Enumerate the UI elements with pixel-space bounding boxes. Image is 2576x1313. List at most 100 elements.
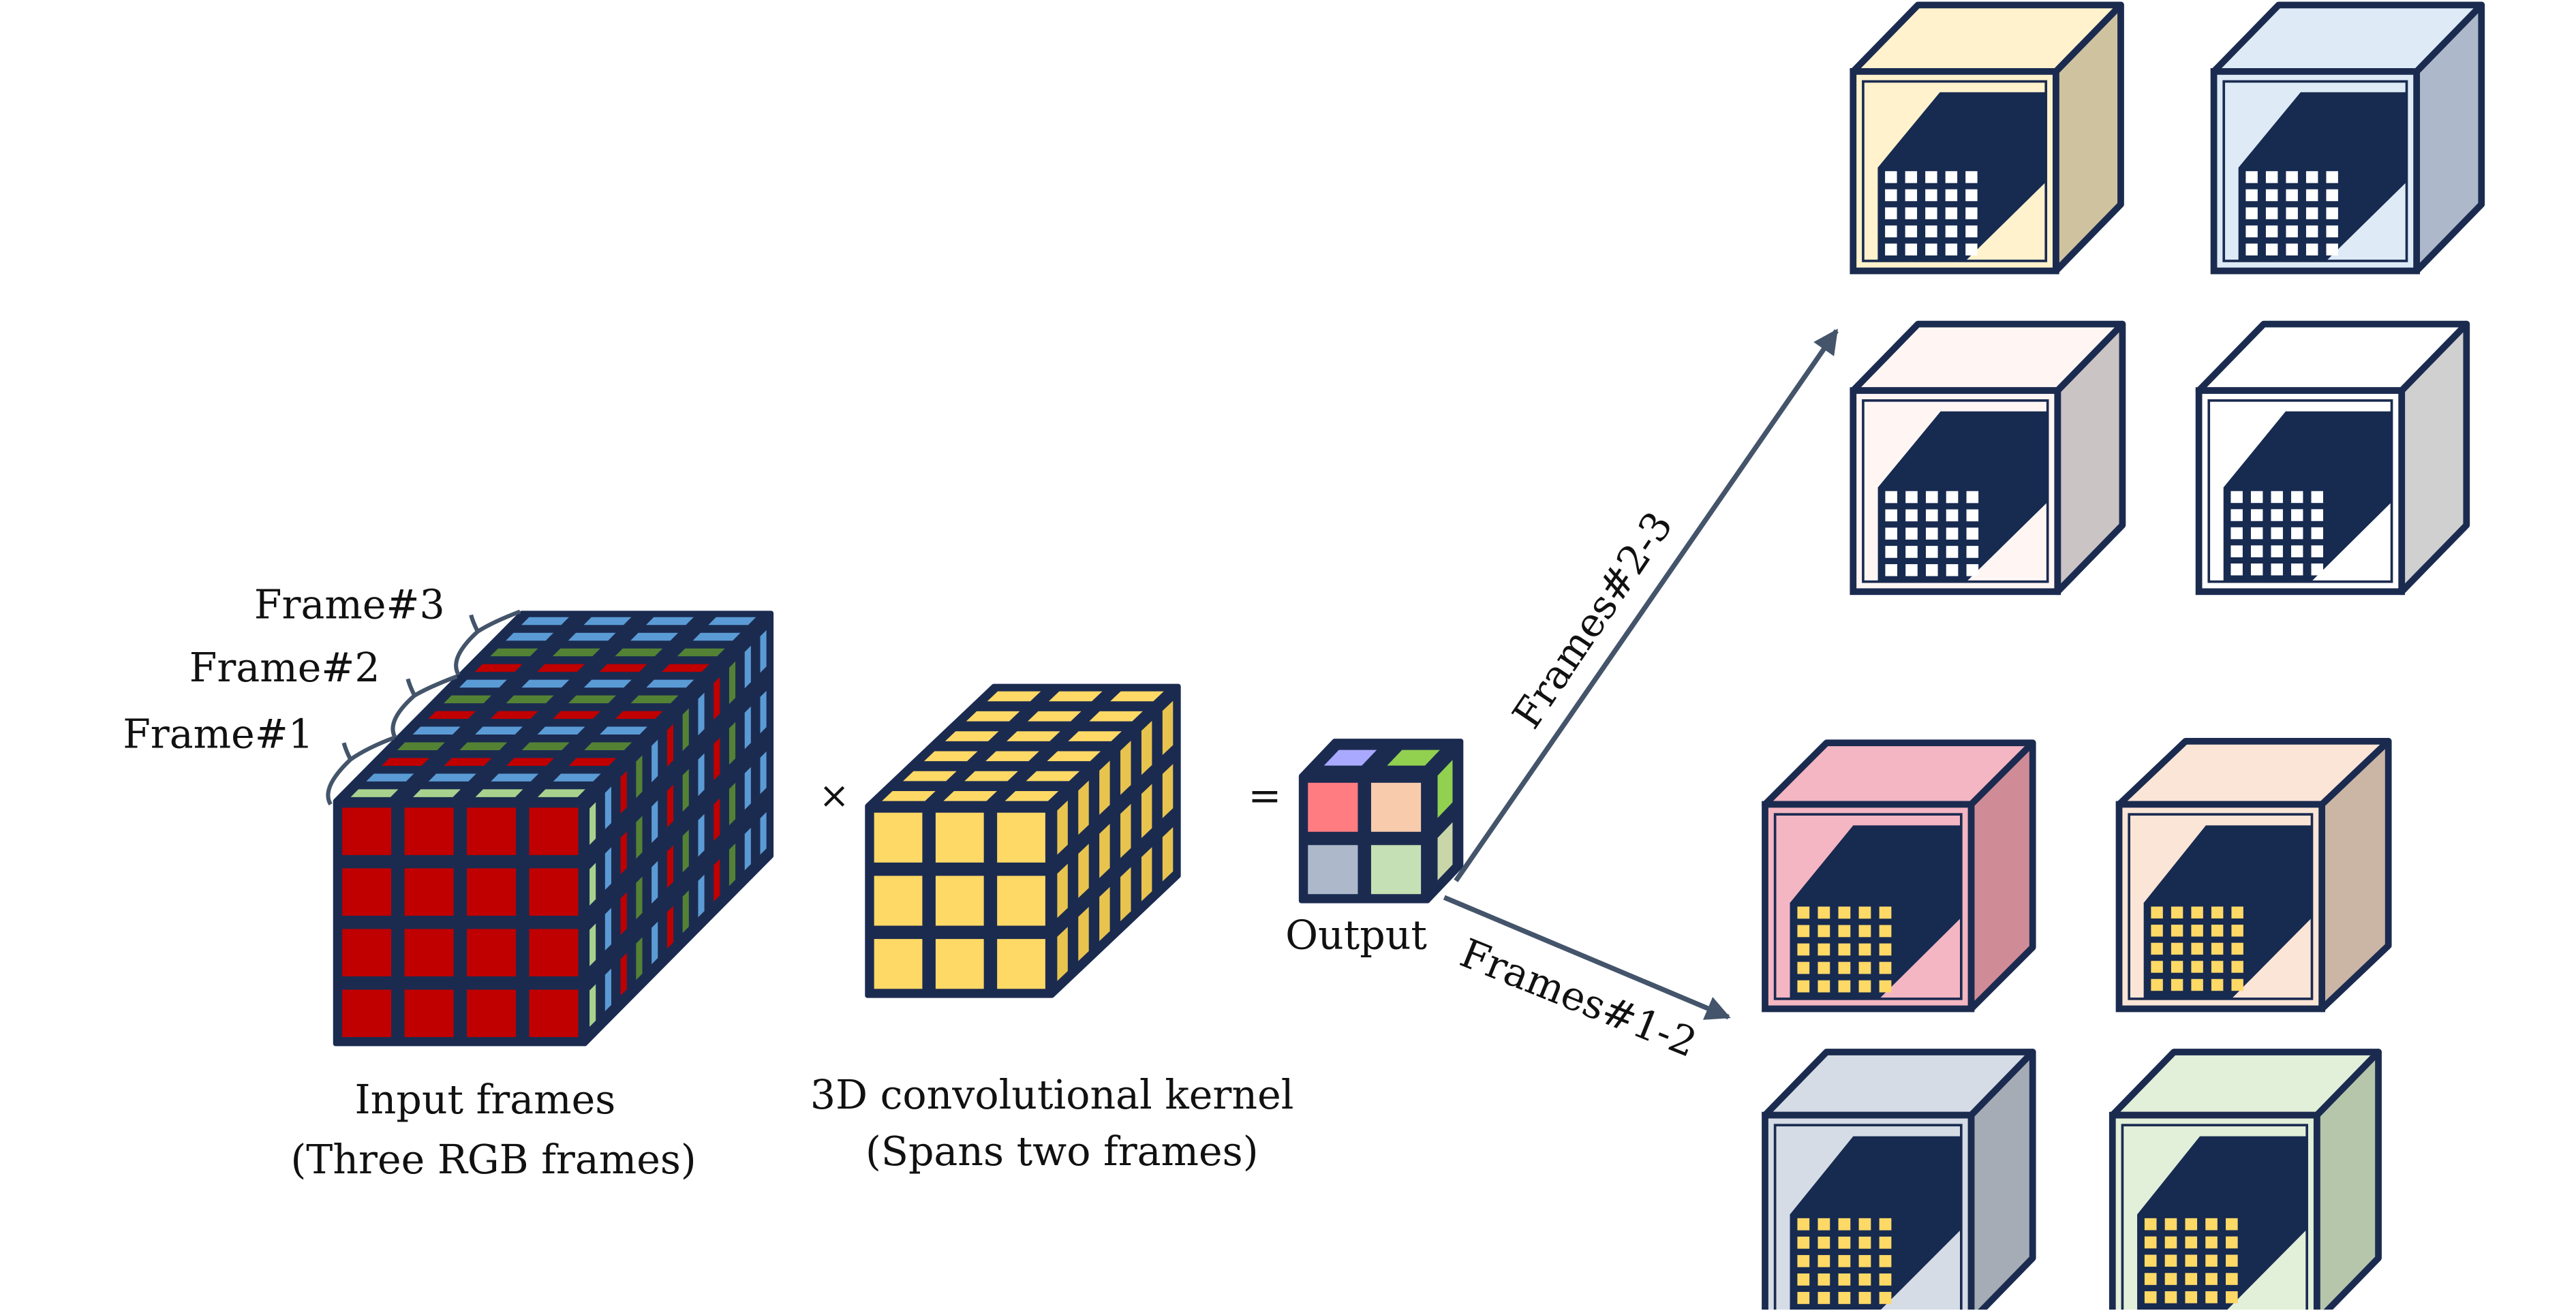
feature-map-dot bbox=[2245, 171, 2258, 183]
kernel-side-cell bbox=[1078, 844, 1089, 898]
input-front-cell bbox=[529, 807, 579, 855]
feature-map-dot bbox=[1905, 546, 1918, 558]
input-caption-line1: Input frames bbox=[355, 1077, 616, 1123]
feature-map-dot bbox=[2245, 243, 2258, 256]
feature-map-dot bbox=[2271, 491, 2283, 504]
feature-map-dot bbox=[1925, 527, 1938, 540]
feature-map-dot bbox=[2171, 978, 2183, 991]
input-top-cell bbox=[630, 695, 679, 704]
feature-map-dot bbox=[1838, 980, 1851, 993]
input-side-cell bbox=[589, 984, 596, 1028]
feature-map-dot bbox=[2290, 491, 2303, 504]
input-side-cell bbox=[714, 798, 720, 841]
feature-map-dot bbox=[2185, 1291, 2198, 1303]
feature-map-dot bbox=[2230, 509, 2243, 521]
input-side-cell bbox=[604, 786, 611, 830]
kernel-top-cell bbox=[1007, 731, 1060, 741]
input-top-cell bbox=[521, 617, 569, 625]
kernel-side-cell bbox=[1141, 847, 1152, 901]
kernel-top-cell bbox=[1048, 691, 1103, 702]
kernel-front-cell bbox=[997, 939, 1045, 989]
feature-map-dot bbox=[1818, 925, 1830, 938]
kernel-top-cell bbox=[945, 731, 999, 741]
output-front-cell bbox=[1370, 782, 1422, 832]
kernel-top-cell bbox=[1005, 791, 1059, 801]
feature-map-dot bbox=[1838, 943, 1851, 956]
input-top-cell bbox=[537, 789, 585, 797]
feature-map-dot bbox=[2144, 1291, 2157, 1303]
feature-map-dot bbox=[2226, 1236, 2238, 1249]
feature-map-cube-8 bbox=[2109, 1049, 2382, 1313]
kernel-side-cell bbox=[1162, 827, 1174, 882]
feature-map-dot bbox=[1818, 906, 1830, 919]
feature-map-dot bbox=[2205, 1273, 2218, 1285]
input-side-cell bbox=[698, 692, 705, 736]
feature-map-inner-block bbox=[1790, 1136, 1961, 1312]
input-top-cell bbox=[630, 632, 679, 641]
output-front-cell bbox=[1370, 845, 1422, 895]
input-side-cell bbox=[651, 739, 658, 783]
input-top-cell bbox=[600, 726, 647, 735]
output-cube-outline bbox=[1298, 739, 1464, 903]
kernel-cube-outline bbox=[865, 683, 1181, 998]
feature-map-dot bbox=[1966, 491, 1979, 504]
feature-map-dot bbox=[1946, 491, 1959, 504]
input-top-cell bbox=[459, 742, 508, 750]
feature-map-dot bbox=[2185, 1218, 2198, 1231]
feature-map-dot bbox=[1879, 1236, 1892, 1249]
frame-brace-2 bbox=[390, 674, 458, 739]
input-front-cell bbox=[529, 989, 579, 1037]
input-frames-cube bbox=[333, 611, 774, 1047]
feature-map-dot bbox=[1946, 509, 1959, 522]
feature-map-dot bbox=[2271, 563, 2283, 576]
kernel-front-cell bbox=[997, 876, 1045, 926]
feature-map-inner-block bbox=[2223, 411, 2392, 582]
kernel-side-cell bbox=[1099, 824, 1110, 878]
input-front-cell bbox=[467, 868, 517, 916]
input-side-cell bbox=[714, 737, 720, 781]
feature-map-dot bbox=[1858, 1273, 1871, 1286]
kernel-top-cell bbox=[987, 691, 1041, 702]
feature-map-dot bbox=[1818, 1254, 1830, 1267]
feature-map-dot bbox=[2211, 906, 2224, 918]
input-top-cell bbox=[382, 758, 430, 766]
feature-map-dot bbox=[2245, 207, 2258, 219]
input-side-cell bbox=[651, 921, 658, 965]
input-side-cell bbox=[682, 829, 689, 873]
arrow-frames-1-2 bbox=[1443, 895, 1731, 1020]
input-top-cell bbox=[506, 758, 554, 766]
feature-map-dot bbox=[2326, 171, 2338, 183]
feature-map-dot bbox=[2144, 1273, 2157, 1285]
input-top-cell bbox=[459, 679, 507, 688]
feature-map-dot bbox=[2286, 243, 2298, 256]
input-front-cell bbox=[404, 929, 454, 976]
feature-map-dot bbox=[2250, 509, 2263, 521]
feature-map-dot bbox=[2230, 563, 2243, 576]
kernel-side-cell bbox=[1141, 784, 1152, 839]
kernel-side-cell bbox=[1120, 803, 1131, 859]
kernel-caption-line1: 3D convolutional kernel bbox=[810, 1072, 1294, 1118]
feature-map-dot bbox=[1838, 925, 1851, 938]
feature-map-dot bbox=[2290, 563, 2303, 576]
feature-map-dot bbox=[2326, 207, 2338, 219]
kernel-top-cell bbox=[903, 771, 957, 782]
feature-map-dot bbox=[2191, 961, 2203, 973]
input-side-cell bbox=[620, 892, 627, 936]
feature-map-dot bbox=[1858, 1236, 1871, 1249]
feature-map-dot bbox=[2265, 171, 2278, 183]
feature-map-dot bbox=[1965, 189, 1978, 202]
feature-map-dot bbox=[2305, 189, 2318, 202]
input-top-cell bbox=[413, 789, 461, 797]
input-top-cell bbox=[506, 695, 554, 704]
input-front-cell bbox=[529, 868, 579, 916]
feature-map-inner-block bbox=[1790, 825, 1961, 999]
feature-map-dot bbox=[2231, 925, 2243, 937]
feature-map-dot bbox=[2226, 1273, 2238, 1285]
feature-map-dot bbox=[2164, 1291, 2177, 1303]
feature-map-dot bbox=[1885, 563, 1898, 576]
feature-map-inner-block bbox=[1877, 411, 2048, 582]
frame-brace-1 bbox=[326, 736, 395, 806]
input-side-cell bbox=[636, 876, 643, 920]
feature-map-dot bbox=[2290, 545, 2303, 557]
input-side-cell bbox=[729, 722, 736, 765]
